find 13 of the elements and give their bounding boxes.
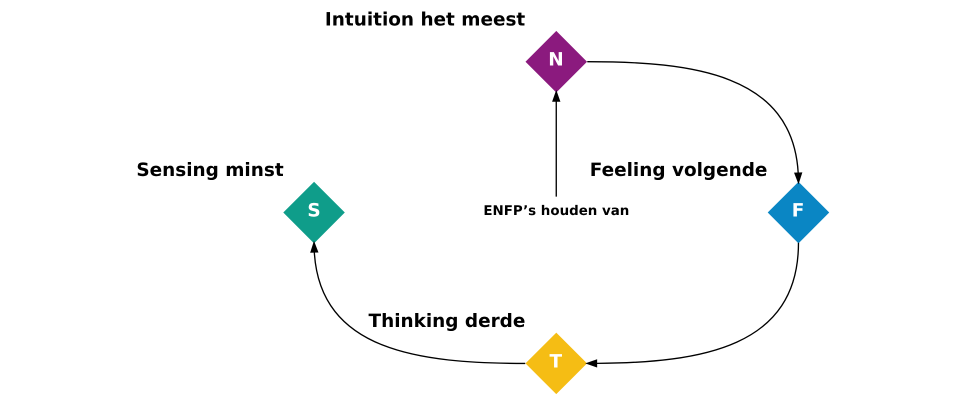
node-diamond: T <box>526 332 588 394</box>
node-diamond: F <box>768 182 830 244</box>
node-diamond: S <box>283 182 345 244</box>
arrow <box>585 242 800 368</box>
node-text: ENFP’s houden van <box>483 204 630 219</box>
node-label: Thinking derde <box>368 311 526 332</box>
arrow <box>310 240 526 364</box>
node-label: Intuition het meest <box>324 9 526 30</box>
arrow <box>552 90 560 197</box>
node-diamond: N <box>526 30 588 92</box>
node-label: Sensing minst <box>136 160 284 182</box>
arrow <box>587 61 802 184</box>
node-label: Feeling volgende <box>590 160 768 182</box>
